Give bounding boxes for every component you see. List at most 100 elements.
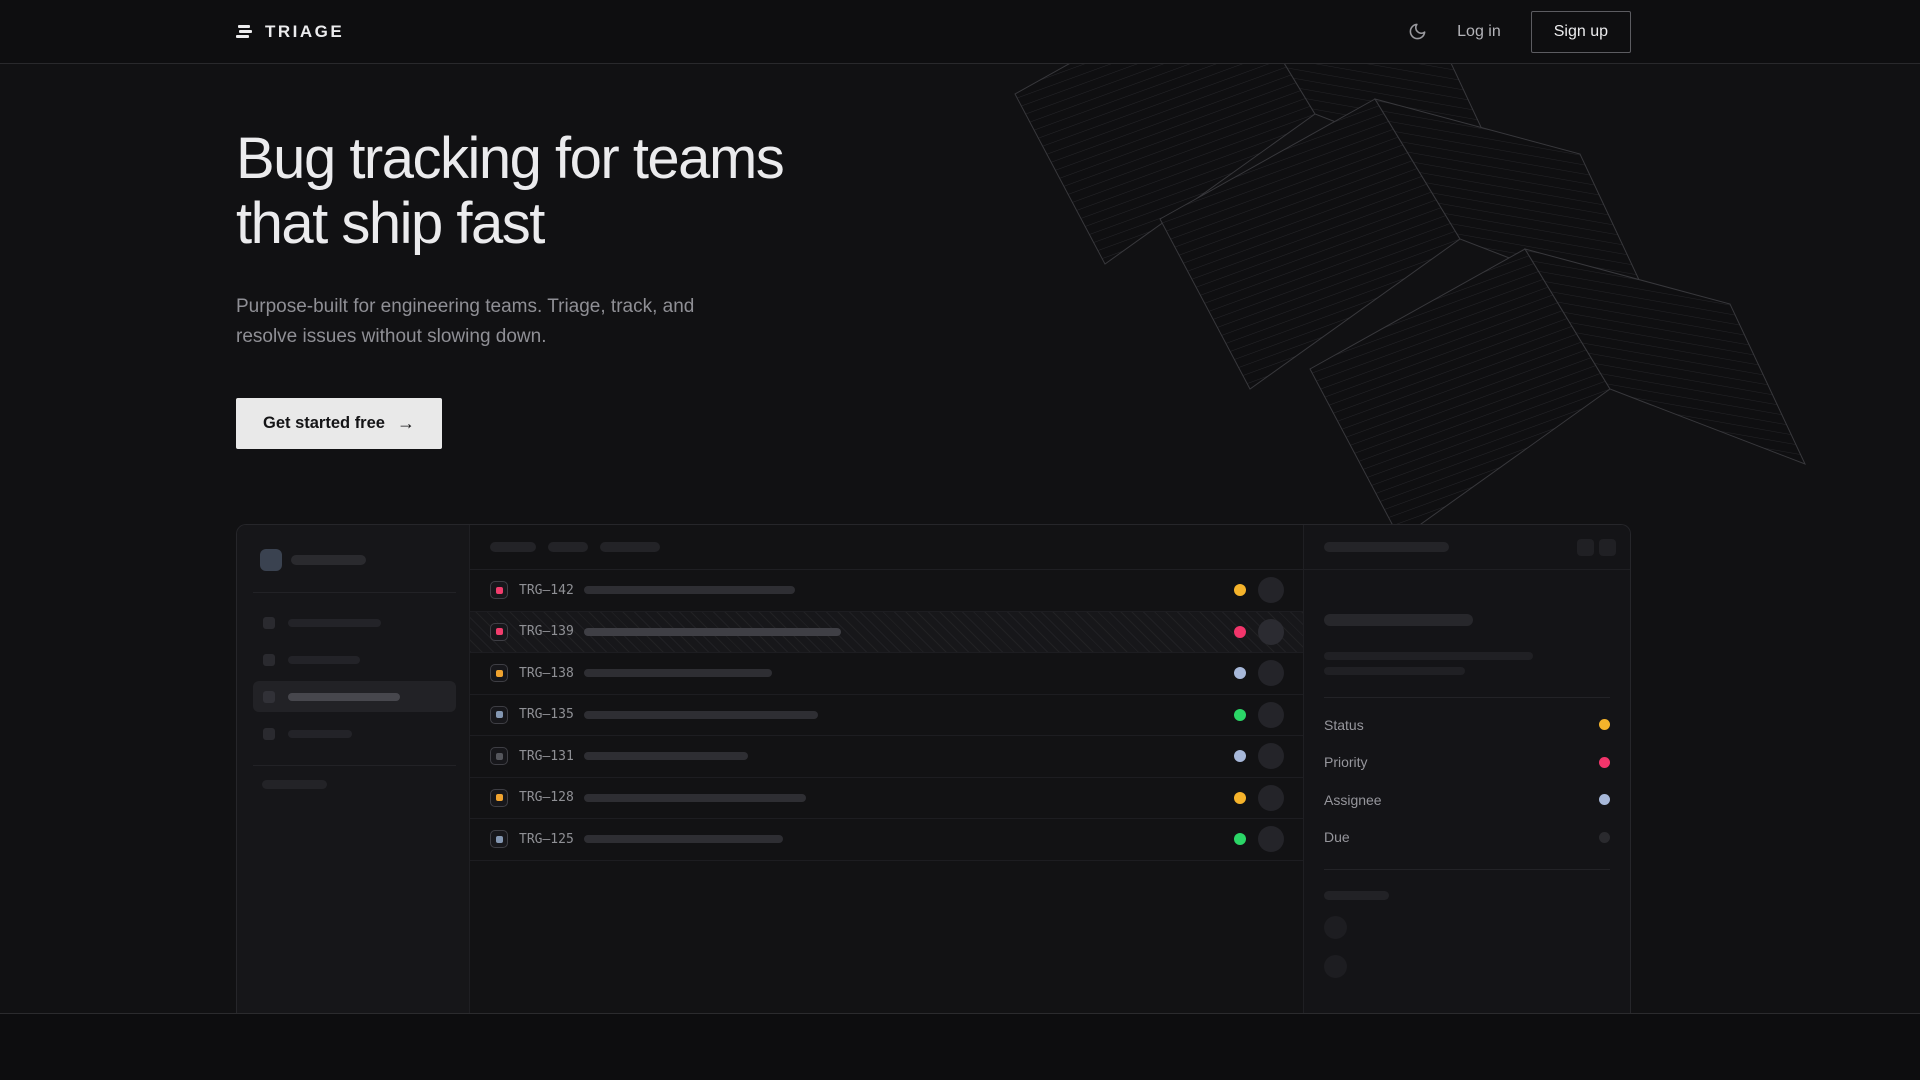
skeleton-line (1324, 652, 1533, 660)
issue-type-icon (490, 664, 508, 683)
signup-button[interactable]: Sign up (1530, 10, 1631, 53)
skeleton-bar (1324, 891, 1389, 900)
skeleton-avatar (1324, 916, 1347, 939)
skeleton-bar (288, 729, 352, 738)
nav-item-icon (263, 690, 275, 703)
skeleton-title-bar (584, 835, 783, 844)
mockup-nav-item (253, 644, 456, 675)
get-started-button[interactable]: Get started free → (236, 398, 442, 449)
skeleton-title-bar (584, 627, 841, 636)
panel-button (1577, 538, 1594, 556)
field-value-dot (1599, 794, 1610, 806)
mockup-list-header (470, 525, 1303, 570)
skeleton-bar (288, 655, 360, 664)
detail-field: Due (1324, 819, 1610, 857)
issue-id: TRG–142 (519, 582, 574, 598)
issue-row: TRG–135 (470, 695, 1303, 736)
page-footer (0, 1014, 1920, 1080)
skeleton-avatar (1324, 955, 1347, 978)
login-link[interactable]: Log in (1457, 22, 1501, 40)
detail-panel-header (1304, 525, 1630, 570)
skeleton-title-bar (584, 752, 748, 761)
issue-row: TRG–128 (470, 778, 1303, 819)
field-value-dot (1599, 756, 1610, 768)
mockup-nav-item (253, 718, 456, 749)
field-label: Assignee (1324, 791, 1382, 808)
issue-row-selected: TRG–139 (470, 611, 1303, 653)
field-value-dot (1599, 719, 1610, 731)
theme-toggle-button[interactable] (1408, 22, 1427, 41)
app-mockup: TRG–142 TRG–139 TRG–138 (236, 524, 1631, 1013)
skeleton-title-bar (584, 669, 772, 678)
issue-row: TRG–131 (470, 736, 1303, 778)
issue-type-icon (490, 581, 508, 600)
skeleton-bar (1324, 542, 1449, 552)
issue-id: TRG–131 (519, 748, 574, 764)
panel-header-buttons (1577, 538, 1616, 556)
moon-icon (1409, 23, 1426, 40)
issue-id: TRG–139 (519, 624, 574, 640)
issue-id: TRG–135 (519, 707, 574, 723)
panel-button (1599, 538, 1616, 556)
skeleton-title-bar (584, 586, 795, 595)
status-dot (1234, 667, 1246, 680)
brand-logo[interactable]: TRIAGE (236, 22, 344, 42)
skeleton-title-bar (584, 710, 818, 719)
mockup-sidebar (237, 525, 470, 1013)
field-label: Due (1324, 829, 1350, 846)
issue-type-icon (490, 830, 508, 849)
avatar (1258, 826, 1284, 853)
status-dot (1234, 584, 1246, 597)
issue-type-icon (490, 622, 508, 641)
detail-panel-body: Status Priority Assignee Due (1304, 570, 1630, 998)
skeleton-bar (288, 618, 381, 627)
triage-logo-icon (236, 25, 252, 38)
hero-subtitle: Purpose-built for engineering teams. Tri… (236, 296, 695, 347)
skeleton-pill (548, 542, 588, 552)
status-dot (1234, 791, 1246, 804)
detail-field: Priority (1324, 744, 1610, 782)
skeleton-pill (600, 542, 660, 552)
issue-id: TRG–125 (519, 831, 574, 847)
brand-name: TRIAGE (265, 21, 345, 41)
skeleton-pill (490, 542, 536, 552)
skeleton-bar (288, 692, 400, 701)
cta-label: Get started free (263, 414, 385, 432)
issue-type-icon (490, 788, 508, 807)
issue-id: TRG–138 (519, 665, 574, 681)
skeleton-title-bar (584, 793, 806, 802)
avatar (1258, 577, 1284, 604)
issue-type-icon (490, 747, 508, 766)
divider (1324, 697, 1610, 698)
mockup-nav-item-active (253, 681, 456, 712)
divider (253, 765, 456, 766)
field-value-dot (1599, 831, 1610, 843)
detail-field: Status (1324, 706, 1610, 744)
nav-item-icon (263, 616, 275, 629)
nav-item-icon (263, 727, 275, 740)
issue-id: TRG–128 (519, 790, 574, 806)
mockup-detail-panel: Status Priority Assignee Due (1303, 525, 1630, 1013)
field-label: Priority (1324, 754, 1368, 771)
status-dot (1234, 625, 1246, 638)
status-dot (1234, 708, 1246, 721)
field-label: Status (1324, 716, 1364, 733)
skeleton-bar (262, 780, 327, 789)
avatar (1258, 743, 1284, 770)
top-nav: TRIAGE Log in Sign up (0, 0, 1920, 64)
avatar (1258, 701, 1284, 728)
workspace-avatar (260, 549, 282, 571)
skeleton-title (1324, 614, 1473, 626)
avatar (1258, 784, 1284, 811)
nav-actions: Log in Sign up (1408, 10, 1631, 53)
avatar (1258, 660, 1284, 687)
divider (253, 592, 456, 593)
status-dot (1234, 833, 1246, 846)
divider (1324, 869, 1610, 870)
status-dot (1234, 750, 1246, 763)
avatar (1258, 618, 1284, 645)
issue-row: TRG–142 (470, 570, 1303, 612)
issue-row: TRG–138 (470, 653, 1303, 695)
